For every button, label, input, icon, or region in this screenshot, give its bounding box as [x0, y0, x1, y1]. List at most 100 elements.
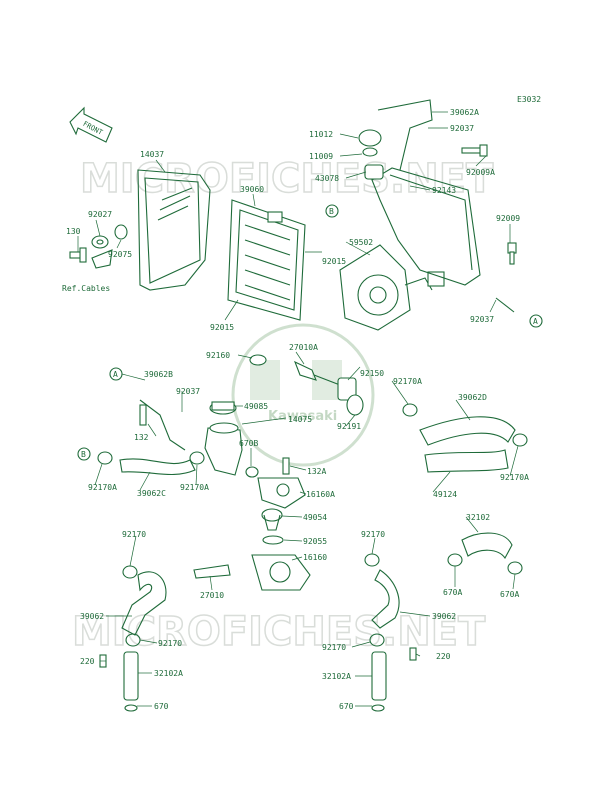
clamp-92170A-right — [512, 433, 528, 447]
clamp-92170-right-upper — [364, 553, 380, 567]
label-92037-right: 92037 — [470, 315, 494, 324]
clamp-92170A-left — [97, 451, 113, 465]
gasket-92055 — [262, 535, 284, 545]
label-92170A-mid: 92170A — [180, 483, 209, 492]
svg-text:A: A — [533, 317, 538, 326]
oring-670-left — [124, 704, 138, 712]
cap-92191 — [346, 394, 364, 416]
label-32102A-left: 32102A — [154, 669, 183, 678]
svg-text:B: B — [329, 207, 334, 216]
clamp-92170-right-lower — [369, 633, 385, 647]
label-670B: 670B — [239, 439, 258, 448]
label-49124: 49124 — [433, 490, 457, 499]
label-11012: 11012 — [309, 130, 333, 139]
callout-b-top: B — [325, 204, 339, 218]
label-92055: 92055 — [303, 537, 327, 546]
label-11009: 11009 — [309, 152, 333, 161]
hose-39062D — [419, 416, 516, 446]
watermark-top-text: MICROFICHES.NET — [80, 156, 494, 202]
svg-text:A: A — [113, 370, 118, 379]
hose-to-a — [495, 297, 515, 313]
label-92075: 92075 — [108, 250, 132, 259]
label-92170-left-lower: 92170 — [158, 639, 182, 648]
label-92170-right-upper: 92170 — [361, 530, 385, 539]
watermark-logo: Kawasaki — [231, 323, 375, 467]
label-27010A: 27010A — [289, 343, 318, 352]
label-670A-right: 670A — [500, 590, 519, 599]
temp-sensor-27010 — [193, 564, 231, 579]
label-32102: 32102 — [466, 513, 490, 522]
housing-16160 — [251, 554, 311, 591]
bolt-132 — [139, 404, 147, 426]
callout-b-left: B — [77, 447, 91, 461]
label-32102A-right: 32102A — [322, 672, 351, 681]
label-670A-left: 670A — [443, 588, 462, 597]
label-92170A-right: 92170A — [500, 473, 529, 482]
label-39062B: 39062B — [144, 370, 173, 379]
label-220-left: 220 — [80, 657, 95, 666]
label-92037-mid: 92037 — [176, 387, 200, 396]
callout-a-right: A — [529, 314, 543, 328]
clamp-ref-cables — [91, 249, 113, 269]
bolt-130 — [69, 247, 87, 263]
watermark: MICROFICHES.NET MICROFICHES.NET Kawasaki — [71, 155, 495, 656]
label-92015-right: 92015 — [322, 257, 346, 266]
clamp-92170A-right-upper — [402, 403, 418, 417]
label-14075: 14075 — [288, 415, 312, 424]
label-92027: 92027 — [88, 210, 112, 219]
label-92170A-left: 92170A — [88, 483, 117, 492]
ref-cables-note: Ref.Cables — [62, 284, 110, 293]
label-92009A: 92009A — [466, 168, 495, 177]
label-92150: 92150 — [360, 369, 384, 378]
thermostat-housing-16160A — [257, 477, 306, 509]
oring-670A-left — [447, 553, 463, 567]
radiator-core — [227, 199, 306, 321]
clamp-92170-left-upper — [122, 565, 138, 579]
fan-switch-27010A — [293, 360, 357, 401]
radiator-shroud — [137, 169, 211, 291]
label-92009: 92009 — [496, 214, 520, 223]
filler-neck-14075 — [204, 422, 243, 476]
pipe-32102 — [461, 532, 513, 560]
front-arrow-icon: FRONT — [69, 106, 113, 143]
label-670-left: 670 — [154, 702, 169, 711]
oring-670A-right — [507, 561, 523, 575]
label-132A: 132A — [307, 467, 326, 476]
label-39062-right: 39062 — [432, 612, 456, 621]
grommet-92027 — [91, 235, 109, 249]
label-39062-left: 39062 — [80, 612, 104, 621]
pipe-32102A-right — [371, 651, 387, 701]
bolt-132A — [282, 457, 290, 475]
label-92170A-upper: 92170A — [393, 377, 422, 386]
label-14037: 14037 — [140, 150, 164, 159]
cooling-fan — [339, 244, 445, 331]
label-49054: 49054 — [303, 513, 327, 522]
clamp-92170A-mid — [189, 451, 205, 465]
label-92170-left-upper: 92170 — [122, 530, 146, 539]
label-220-right: 220 — [436, 652, 451, 661]
collar-92075 — [114, 224, 128, 240]
label-16160: 16160 — [303, 553, 327, 562]
label-39062A: 39062A — [450, 108, 479, 117]
label-39062C: 39062C — [137, 489, 166, 498]
label-27010: 27010 — [200, 591, 224, 600]
label-92037-top: 92037 — [450, 124, 474, 133]
oring-670B — [245, 466, 259, 478]
diagram-code: E3032 — [517, 95, 541, 104]
thermostat-49054 — [261, 508, 283, 531]
seal-92160 — [249, 354, 267, 366]
watermark-logo-text: Kawasaki — [268, 409, 337, 424]
label-130: 130 — [66, 227, 81, 236]
hose-39062A — [377, 99, 433, 171]
hose-39062B — [139, 399, 186, 451]
label-43078: 43078 — [315, 174, 339, 183]
label-92160: 92160 — [206, 351, 230, 360]
watermark-bottom-text: MICROFICHES.NET — [72, 609, 486, 655]
hose-39062-left — [121, 571, 167, 636]
bolt-92009A — [461, 144, 488, 157]
hose-39062-right — [371, 569, 400, 629]
label-92191: 92191 — [337, 422, 361, 431]
bolt-220-right — [409, 647, 417, 661]
label-39062D: 39062D — [458, 393, 487, 402]
svg-text:B: B — [81, 450, 86, 459]
